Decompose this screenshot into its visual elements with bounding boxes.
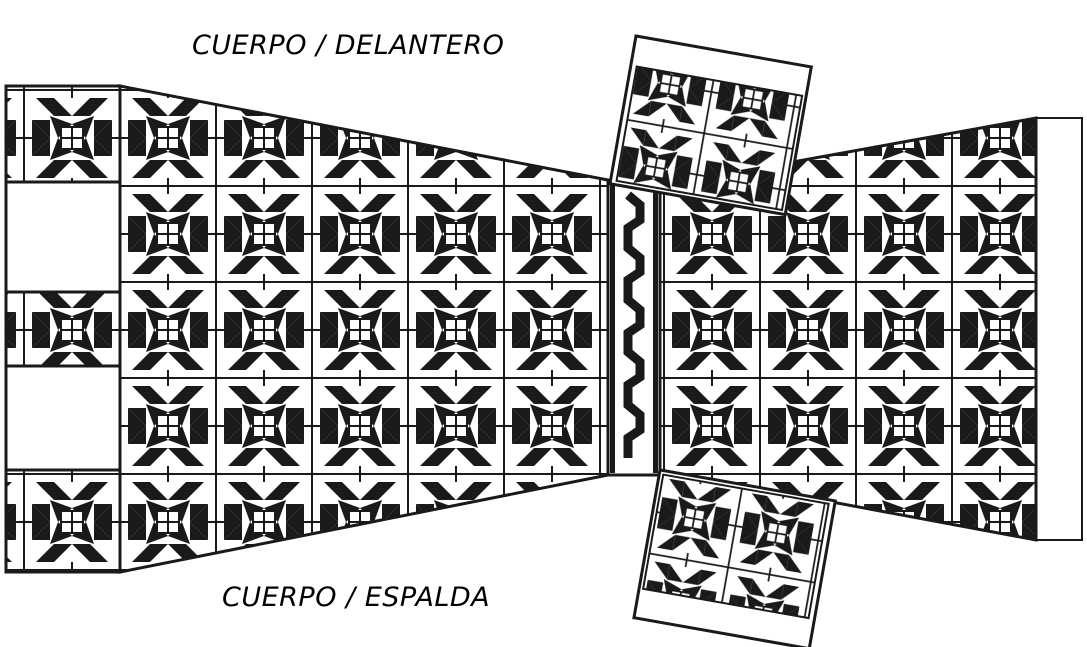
front-body-label: CUERPO / DELANTERO	[192, 30, 505, 61]
top-sleeve-panel	[608, 34, 814, 217]
bottom-sleeve-panel	[632, 468, 838, 647]
center-border-band	[606, 178, 662, 477]
left-side-strip	[4, 84, 122, 574]
back-body-panel	[118, 84, 610, 574]
back-body-label: CUERPO / ESPALDA	[222, 582, 491, 613]
